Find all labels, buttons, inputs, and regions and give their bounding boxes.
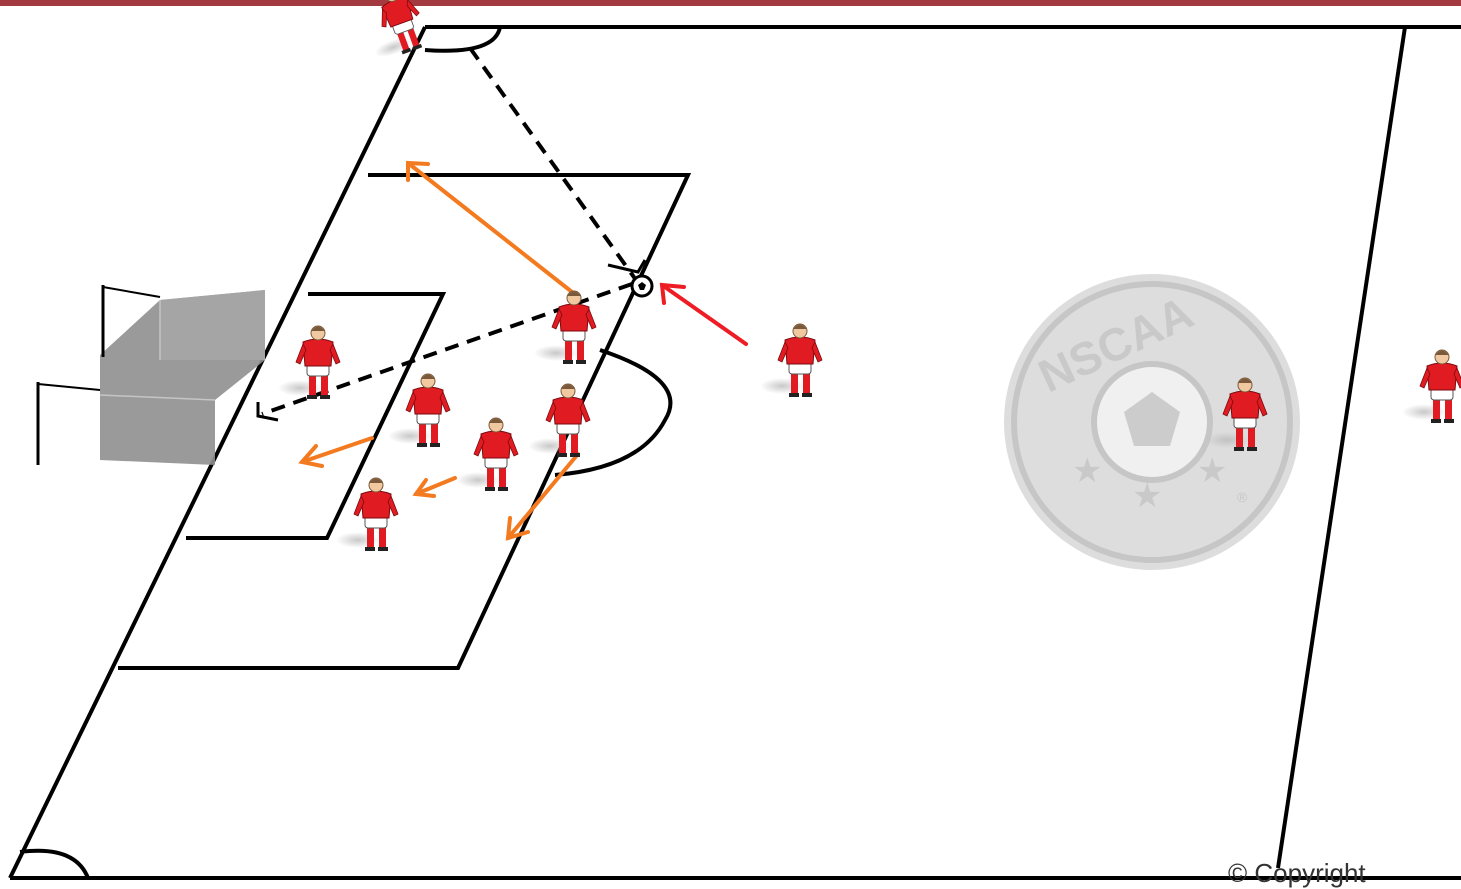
star-icon: ★ [1072, 452, 1102, 490]
player-icon [1402, 350, 1461, 423]
player-icon [388, 374, 450, 447]
star-icon: ★ [1132, 477, 1162, 515]
copyright-text: © Copyright [1228, 858, 1366, 889]
run-arrow [508, 454, 578, 538]
soccer-ball-icon [632, 276, 652, 296]
corner-pass-line [470, 48, 636, 280]
corner-arc-top [425, 27, 500, 51]
pass-arrowhead [608, 260, 645, 272]
player-icon [456, 418, 518, 491]
red-run-arrow [662, 285, 746, 344]
player-icon [336, 478, 398, 551]
star-icon: ★ [1197, 452, 1227, 490]
player-icon [528, 384, 590, 457]
run-arrow [408, 163, 572, 292]
goal-net-icon [38, 285, 265, 465]
goal-line [10, 27, 425, 878]
player-icon [356, 0, 431, 63]
player-icon [278, 326, 340, 399]
player-icon [760, 324, 822, 397]
corner-arc-bottom [20, 851, 88, 878]
registered-mark: ® [1237, 489, 1248, 505]
